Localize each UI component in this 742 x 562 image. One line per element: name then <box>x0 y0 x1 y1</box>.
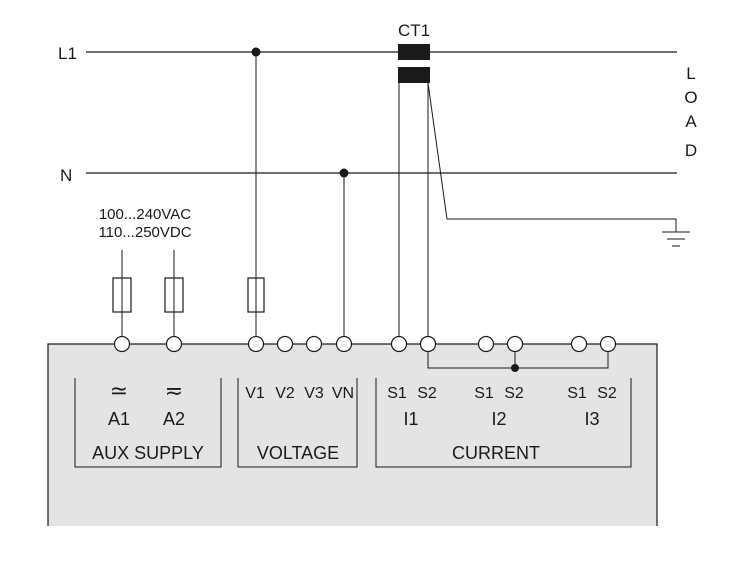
a1-ac-symbol: ≃ <box>110 378 128 403</box>
i1-s2-label: S2 <box>417 385 437 402</box>
v3-label: V3 <box>304 385 324 402</box>
ct1-label: CT1 <box>398 21 430 40</box>
terminal-a2 <box>165 335 183 353</box>
i3-s2-label: S2 <box>597 385 617 402</box>
aux-supply-label: AUX SUPPLY <box>92 443 204 463</box>
i1-s1-label: S1 <box>387 385 407 402</box>
terminal-i2-s2 <box>506 335 524 353</box>
current-label: CURRENT <box>452 443 540 463</box>
load-letter-o: O <box>684 88 697 107</box>
i3-s1-label: S1 <box>567 385 587 402</box>
terminal-i3-s1 <box>570 335 588 353</box>
l1-junction-dot <box>251 47 261 57</box>
aux-supply-bracket <box>74 378 222 468</box>
current-bracket <box>375 378 632 468</box>
i2-s1-label: S1 <box>474 385 494 402</box>
supply-dc-range: 110...250VDC <box>98 224 191 241</box>
terminal-i1-s1 <box>390 335 408 353</box>
terminal-vn <box>335 335 353 353</box>
l1-label: L1 <box>58 44 77 63</box>
terminal-v2 <box>276 335 294 353</box>
voltage-label: VOLTAGE <box>257 443 339 463</box>
a2-dc-symbol: ≂ <box>165 378 183 403</box>
i1-label: I1 <box>403 409 418 429</box>
device-housing <box>47 343 658 526</box>
terminal-v1 <box>247 335 265 353</box>
i3-label: I3 <box>584 409 599 429</box>
vn-label: VN <box>332 385 354 402</box>
i2-label: I2 <box>491 409 506 429</box>
voltage-bracket <box>237 378 358 468</box>
a1-label: A1 <box>108 409 130 429</box>
ct1-core-top <box>398 44 430 60</box>
v2-label: V2 <box>275 385 295 402</box>
terminal-i2-s1 <box>477 335 495 353</box>
earth-wire <box>427 82 677 232</box>
a2-label: A2 <box>163 409 185 429</box>
v1-label: V1 <box>245 385 265 402</box>
terminal-i3-s2 <box>599 335 617 353</box>
supply-ac-range: 100...240VAC <box>99 206 191 223</box>
load-letter-l: L <box>686 64 695 83</box>
load-letter-a: A <box>685 112 697 131</box>
n-junction-dot <box>339 168 349 178</box>
terminal-a1 <box>113 335 131 353</box>
s2-common-dot <box>511 364 519 372</box>
terminal-v3 <box>305 335 323 353</box>
ct1-core-bottom <box>398 67 430 83</box>
i2-s2-label: S2 <box>504 385 524 402</box>
n-label: N <box>60 166 72 185</box>
load-letter-d: D <box>685 141 697 160</box>
terminal-i1-s2 <box>419 335 437 353</box>
